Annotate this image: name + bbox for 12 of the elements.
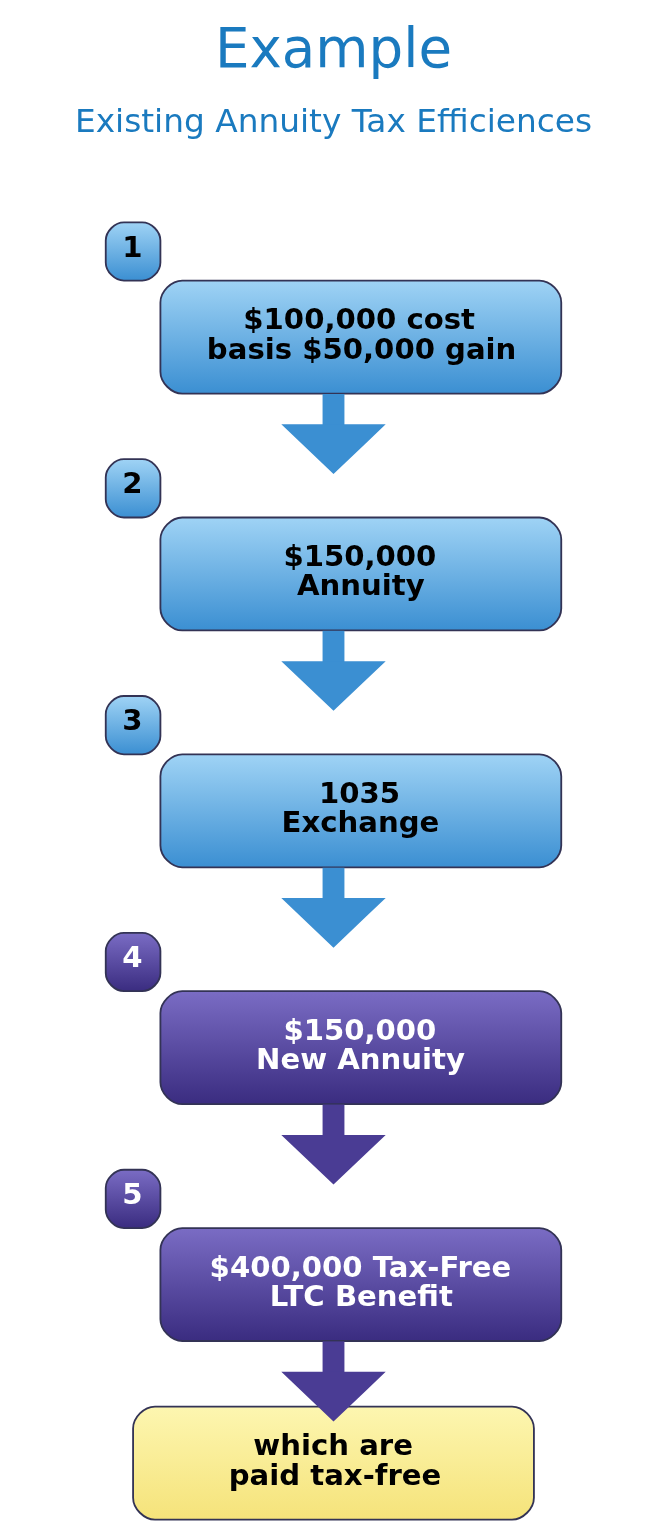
arrow [281,630,386,711]
node-label: 1 [122,229,143,264]
node-label: 2 [122,466,143,501]
arrow [281,1104,386,1185]
label: Existing Annuity Tax Efficiences [74,101,593,140]
arrow [281,1341,386,1422]
arrow [281,393,386,474]
node-label: 4 [122,940,143,975]
arrow [281,867,386,948]
node-label: 3 [122,703,143,738]
diagram-title: Example [214,16,453,81]
node-label: 5 [122,1177,143,1212]
